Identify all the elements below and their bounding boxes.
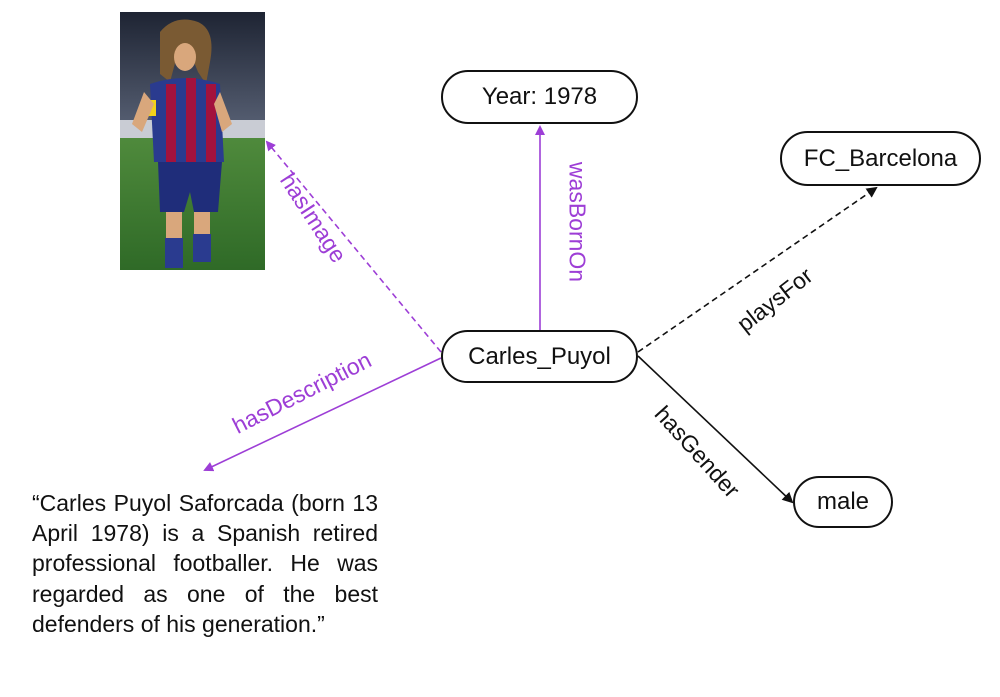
edge-hasGender-line — [637, 355, 794, 504]
node-fc-barcelona: FC_Barcelona — [780, 131, 981, 186]
node-male: male — [793, 476, 893, 528]
node-fc-barcelona-label: FC_Barcelona — [803, 144, 958, 172]
node-carles-puyol-label: Carles_Puyol — [468, 342, 611, 370]
node-year: Year: 1978 — [441, 70, 638, 124]
edge-hasDescription-line — [203, 357, 442, 472]
node-year-label: Year: 1978 — [481, 83, 598, 110]
edge-playsFor-line — [637, 186, 878, 353]
node-carles-puyol: Carles_Puyol — [441, 330, 638, 383]
player-photo — [120, 12, 265, 270]
player-photo-illustration — [120, 12, 265, 270]
edge-hasImage-line — [265, 140, 442, 353]
description-text: “Carles Puyol Saforcada (born 13 April 1… — [32, 490, 378, 637]
edge-label-wasBornOn: wasBornOn — [564, 161, 591, 283]
node-male-label: male — [816, 488, 870, 515]
